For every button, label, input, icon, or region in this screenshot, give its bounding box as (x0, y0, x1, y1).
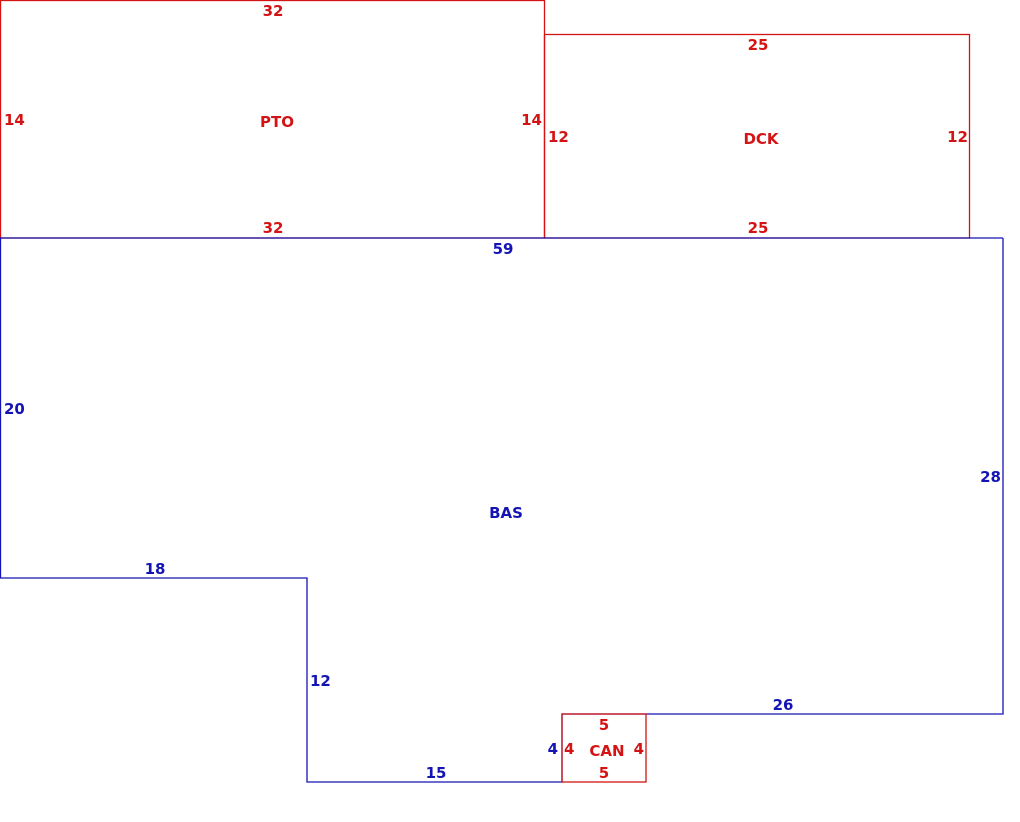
can-right-dimension: 4 (634, 740, 644, 758)
dck-left-dimension: 12 (548, 128, 569, 146)
pto-top-dimension: 32 (263, 2, 284, 20)
can-outline (561, 713, 647, 783)
bas-top-dimension: 59 (493, 240, 514, 258)
bas-bottom-dimension: 15 (426, 764, 447, 782)
bas-outline (0, 237, 1004, 783)
bas-left-dimension: 20 (4, 400, 25, 418)
bas-step-vertical-dimension: 12 (310, 672, 331, 690)
bas-label: BAS (489, 504, 523, 522)
dck-bottom-dimension: 25 (748, 219, 769, 237)
pto-bottom-dimension: 32 (263, 219, 284, 237)
bas-step-bottom-left-dimension: 18 (145, 560, 166, 578)
can-top-dimension: 5 (599, 716, 609, 734)
dck-label: DCK (743, 130, 779, 148)
can-label: CAN (589, 742, 624, 760)
dck-top-dimension: 25 (748, 36, 769, 54)
bas-right-dimension: 28 (980, 468, 1001, 486)
pto-left-dimension: 14 (4, 111, 25, 129)
pto-label: PTO (260, 113, 294, 131)
bas-notch-dimension: 4 (548, 740, 558, 758)
pto-right-dimension: 14 (521, 111, 542, 129)
can-left-dimension: 4 (564, 740, 574, 758)
dck-right-dimension: 12 (947, 128, 968, 146)
can-bottom-dimension: 5 (599, 764, 609, 782)
bas-bottom-right-dimension: 26 (773, 696, 794, 714)
